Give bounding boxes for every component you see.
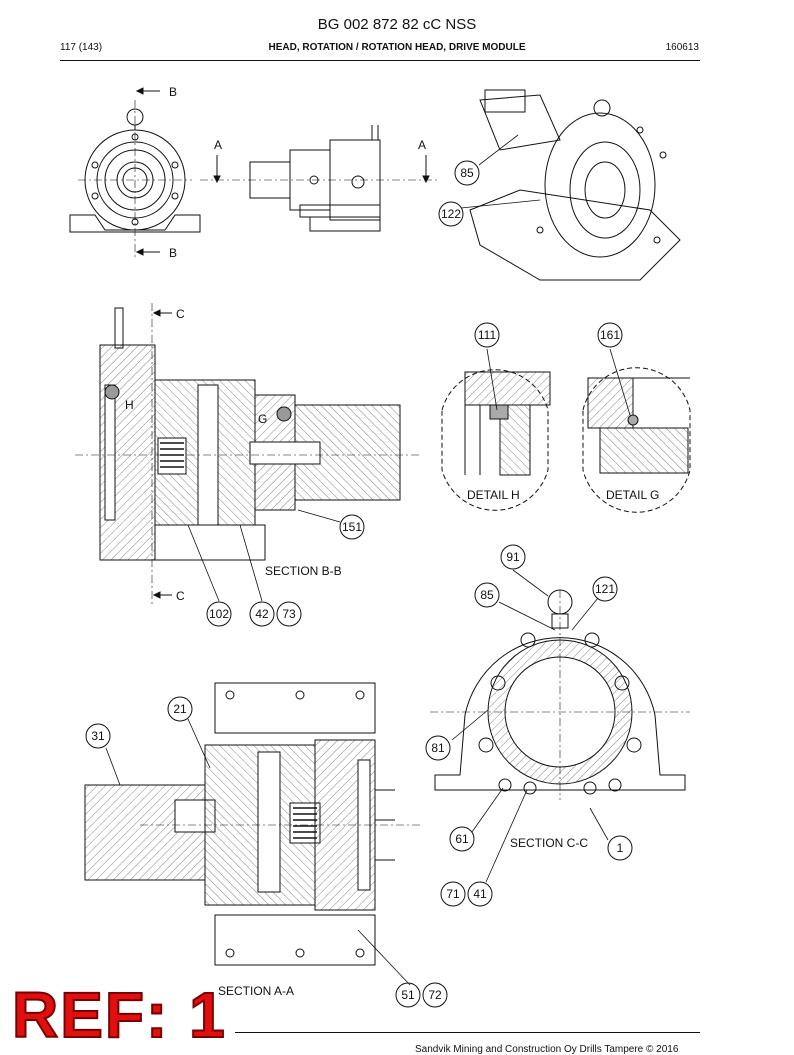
mark-detail-g: G (258, 412, 267, 426)
section-cc-drawing (430, 589, 690, 800)
date-code: 160613 (665, 42, 699, 53)
balloon-61: 61 (455, 832, 469, 846)
view-labels: B B A A C C H G DETAIL H DETAIL G SECTIO… (125, 85, 659, 998)
balloon-151: 151 (342, 520, 362, 534)
caption-detail-g: DETAIL G (606, 488, 659, 502)
balloon-85-mid: 85 (480, 588, 494, 602)
mark-c-top: C (176, 307, 185, 321)
balloon-42: 42 (255, 607, 269, 621)
balloon-121: 121 (595, 582, 615, 596)
balloon-122: 122 (441, 207, 461, 221)
detail-h-drawing (441, 369, 551, 511)
front-view (69, 87, 201, 260)
isometric-view (469, 89, 681, 281)
balloon-72: 72 (428, 988, 442, 1002)
mark-detail-h: H (125, 398, 134, 412)
balloon-41: 41 (473, 887, 487, 901)
page-number: 117 (143) (60, 42, 103, 53)
header-rule (60, 60, 700, 61)
caption-detail-h: DETAIL H (467, 488, 520, 502)
detail-g-drawing (582, 367, 691, 513)
balloon-111: 111 (478, 328, 497, 342)
mark-b-bottom: B (169, 246, 177, 260)
mark-a-left: A (214, 138, 222, 152)
balloon-31: 31 (91, 729, 105, 743)
caption-section-aa: SECTION A-A (218, 984, 294, 998)
balloon-labels: 85 122 111 161 151 102 42 73 91 121 85 8… (91, 166, 623, 1002)
balloon-102: 102 (209, 607, 229, 621)
balloon-161: 161 (600, 328, 620, 342)
ref-stamp: REF: 1 (11, 979, 227, 1051)
mark-c-bottom: C (176, 589, 185, 603)
section-title: HEAD, ROTATION / ROTATION HEAD, DRIVE MO… (268, 42, 526, 53)
mark-b-top: B (169, 85, 177, 99)
caption-section-bb: SECTION B-B (265, 564, 342, 578)
balloon-1: 1 (617, 841, 624, 855)
balloon-circles (85, 160, 633, 1008)
balloon-81: 81 (431, 741, 445, 755)
footer-copyright: Sandvik Mining and Construction Oy Drill… (415, 1044, 679, 1055)
balloon-85-top: 85 (460, 166, 474, 180)
document-title: BG 002 872 82 cC NSS (317, 16, 477, 33)
balloon-73: 73 (282, 607, 296, 621)
balloon-91: 91 (506, 550, 520, 564)
balloon-71: 71 (446, 887, 460, 901)
balloon-21: 21 (173, 702, 187, 716)
caption-section-cc: SECTION C-C (510, 836, 588, 850)
balloon-51: 51 (401, 988, 415, 1002)
side-view (200, 125, 440, 232)
section-bb-drawing (75, 303, 420, 605)
footer-rule (235, 1032, 700, 1033)
leader-lines (105, 134, 631, 986)
section-aa-drawing (84, 682, 420, 966)
mark-a-right: A (418, 138, 426, 152)
